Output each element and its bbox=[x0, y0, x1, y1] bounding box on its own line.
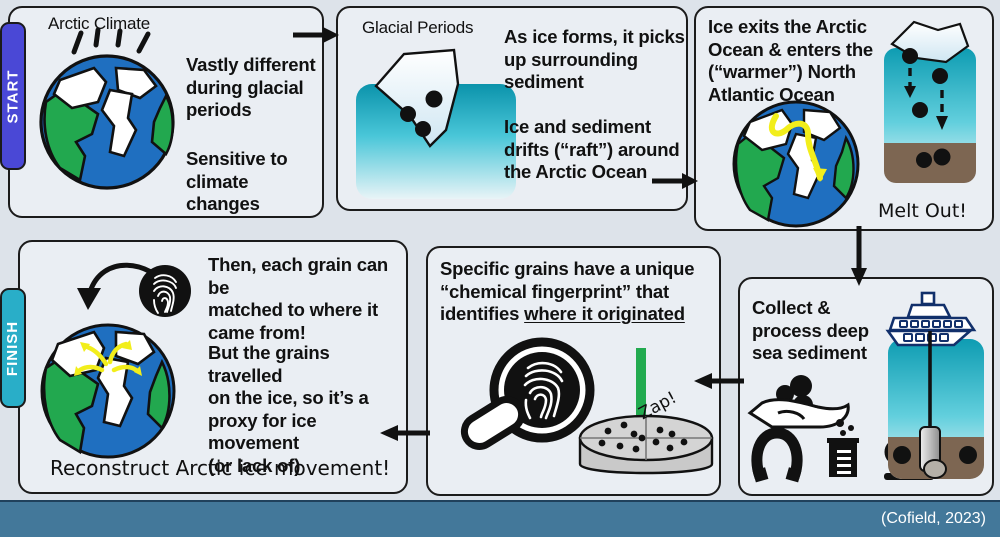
start-tab[interactable]: START bbox=[0, 22, 26, 170]
panel-chemical-fingerprint-text: Specific grains have a unique “chemical … bbox=[440, 258, 695, 326]
ray-marks bbox=[71, 27, 151, 55]
finish-tab-label: FINISH bbox=[4, 320, 22, 376]
finish-tab[interactable]: FINISH bbox=[0, 288, 26, 408]
sediment-grain-icon bbox=[912, 102, 928, 118]
start-tab-label: START bbox=[4, 69, 22, 123]
iceberg-shape bbox=[374, 48, 460, 148]
landmass-east bbox=[832, 134, 855, 200]
connector-arrow-3-to-4 bbox=[851, 226, 867, 286]
panel-glacial-periods-text-2: Ice and sediment drifts (“raft”) around … bbox=[504, 116, 680, 183]
landmass-west bbox=[43, 90, 100, 183]
connector-arrow-4-to-5 bbox=[694, 373, 744, 389]
landmass-east bbox=[150, 93, 175, 157]
ice-sheet-1 bbox=[742, 108, 794, 152]
globe-icon bbox=[40, 323, 176, 459]
sediment-grain-icon bbox=[415, 121, 431, 137]
sediment-grain-icon bbox=[425, 90, 443, 108]
ice-sheet-1 bbox=[52, 66, 108, 110]
connector-arrow-2-to-3 bbox=[652, 173, 698, 189]
panel-chemical-fingerprint[interactable]: Specific grains have a unique “chemical … bbox=[426, 246, 721, 496]
fingerprint-icon bbox=[139, 265, 191, 317]
footer-bar: (Cofield, 2023) bbox=[0, 500, 1000, 537]
panel-reconstruct-caption: Reconstruct Arctic ice movement! bbox=[50, 456, 391, 480]
connector-arrow-5-to-6 bbox=[380, 425, 430, 441]
panel-reconstruct-text-2: But the grains travelled on the ice, so … bbox=[208, 342, 369, 476]
globe-icon bbox=[732, 100, 860, 228]
panel-glacial-periods[interactable]: Glacial Periods As ice forms, it picks u… bbox=[336, 6, 688, 211]
melt-out-caption: Melt Out! bbox=[878, 200, 967, 222]
panel-reconstruct[interactable]: Then, each grain can be matched to where… bbox=[18, 240, 408, 494]
hand-with-grains-icon bbox=[747, 375, 850, 429]
panel-collect-process-text-1: Collect & process deep sea sediment bbox=[752, 297, 869, 364]
landmass-west bbox=[42, 358, 100, 455]
ice-sheet-3 bbox=[96, 356, 134, 428]
current-arrow-icon bbox=[768, 113, 823, 181]
sediment-grain-icon bbox=[902, 48, 918, 64]
fingerprint-text-underlined: where it originated bbox=[524, 303, 685, 325]
current-arrowhead bbox=[813, 168, 827, 182]
dispersal-arrows bbox=[77, 341, 139, 373]
ice-sheet-3 bbox=[100, 88, 138, 158]
panel-arctic-climate-text-2: Sensitive to climate changes bbox=[186, 148, 288, 215]
magnifier-fingerprint-icon bbox=[460, 337, 595, 450]
landmass-east bbox=[146, 358, 171, 431]
melt-out-icon bbox=[884, 20, 976, 183]
landmass-west bbox=[734, 134, 786, 222]
petri-dish-icon bbox=[578, 348, 714, 475]
sediment-grain-icon bbox=[959, 446, 977, 464]
sediment-grain-icon bbox=[400, 106, 416, 122]
panel-collect-process[interactable]: Collect & process deep sea sediment bbox=[738, 277, 994, 496]
panel-arctic-climate[interactable]: Arctic Climate Vastly different during g… bbox=[8, 6, 324, 218]
panel-glacial-periods-title: Glacial Periods bbox=[362, 18, 474, 37]
connector-arrow-1-to-2 bbox=[293, 27, 339, 43]
citation-label: (Cofield, 2023) bbox=[881, 510, 986, 527]
sediment-grain-icon bbox=[893, 446, 911, 464]
beaker-icon bbox=[827, 419, 859, 477]
sediment-grain-icon bbox=[933, 148, 951, 166]
fingerprint-text-prefix: Specific grains have a unique “chemical … bbox=[440, 258, 695, 325]
sediment-grain-icon bbox=[916, 152, 932, 168]
panel-glacial-periods-text-1: As ice forms, it picks up surrounding se… bbox=[504, 26, 685, 93]
panel-reconstruct-text-1: Then, each grain can be matched to where… bbox=[208, 254, 389, 343]
panel-ice-exits-text-1: Ice exits the Arctic Ocean & enters the … bbox=[708, 16, 874, 105]
magnet-icon bbox=[751, 427, 803, 483]
ice-sheet-2 bbox=[114, 66, 158, 100]
panel-arctic-climate-text-1: Vastly different during glacial periods bbox=[186, 54, 316, 121]
dispersal-arrowheads bbox=[74, 340, 142, 376]
panel-ice-exits[interactable]: Ice exits the Arctic Ocean & enters the … bbox=[694, 6, 994, 231]
fingerprint-icon bbox=[523, 361, 564, 420]
sediment-grain-icon bbox=[932, 68, 948, 84]
globe-icon bbox=[39, 27, 175, 190]
research-ship-icon bbox=[885, 291, 984, 479]
iceberg-icon bbox=[356, 48, 516, 199]
laser-beam-icon bbox=[636, 348, 646, 458]
panel-arctic-climate-title: Arctic Climate bbox=[48, 14, 151, 33]
grain-specks bbox=[598, 421, 688, 453]
magnifier-handle bbox=[460, 396, 526, 450]
